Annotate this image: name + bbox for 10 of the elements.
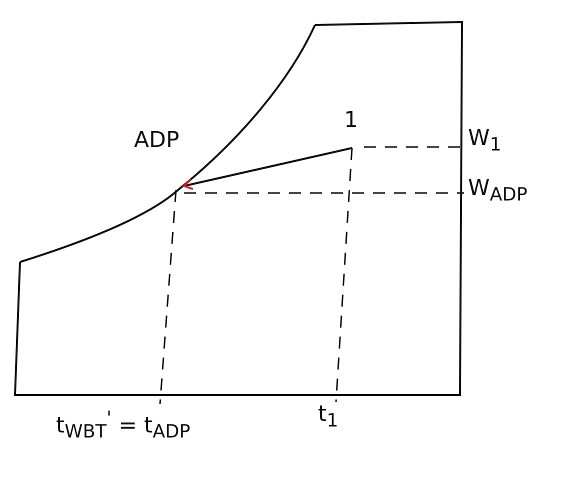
projection-line: [159, 190, 177, 404]
axis-value-label: t$_{WBT}$$^{'}$ = t$_{ADP}$: [56, 410, 190, 442]
projection-line: [184, 192, 464, 194]
process-arrow: [183, 147, 352, 190]
state-point-label: 1: [344, 110, 358, 132]
axis-value-label: t$_{1}$: [318, 404, 338, 431]
projection-line: [335, 148, 353, 402]
state-point-label: ADP: [134, 130, 180, 152]
axis-value-label: W$_{ADP}$: [468, 178, 528, 205]
axis-value-label: W$_{1}$: [468, 128, 502, 155]
